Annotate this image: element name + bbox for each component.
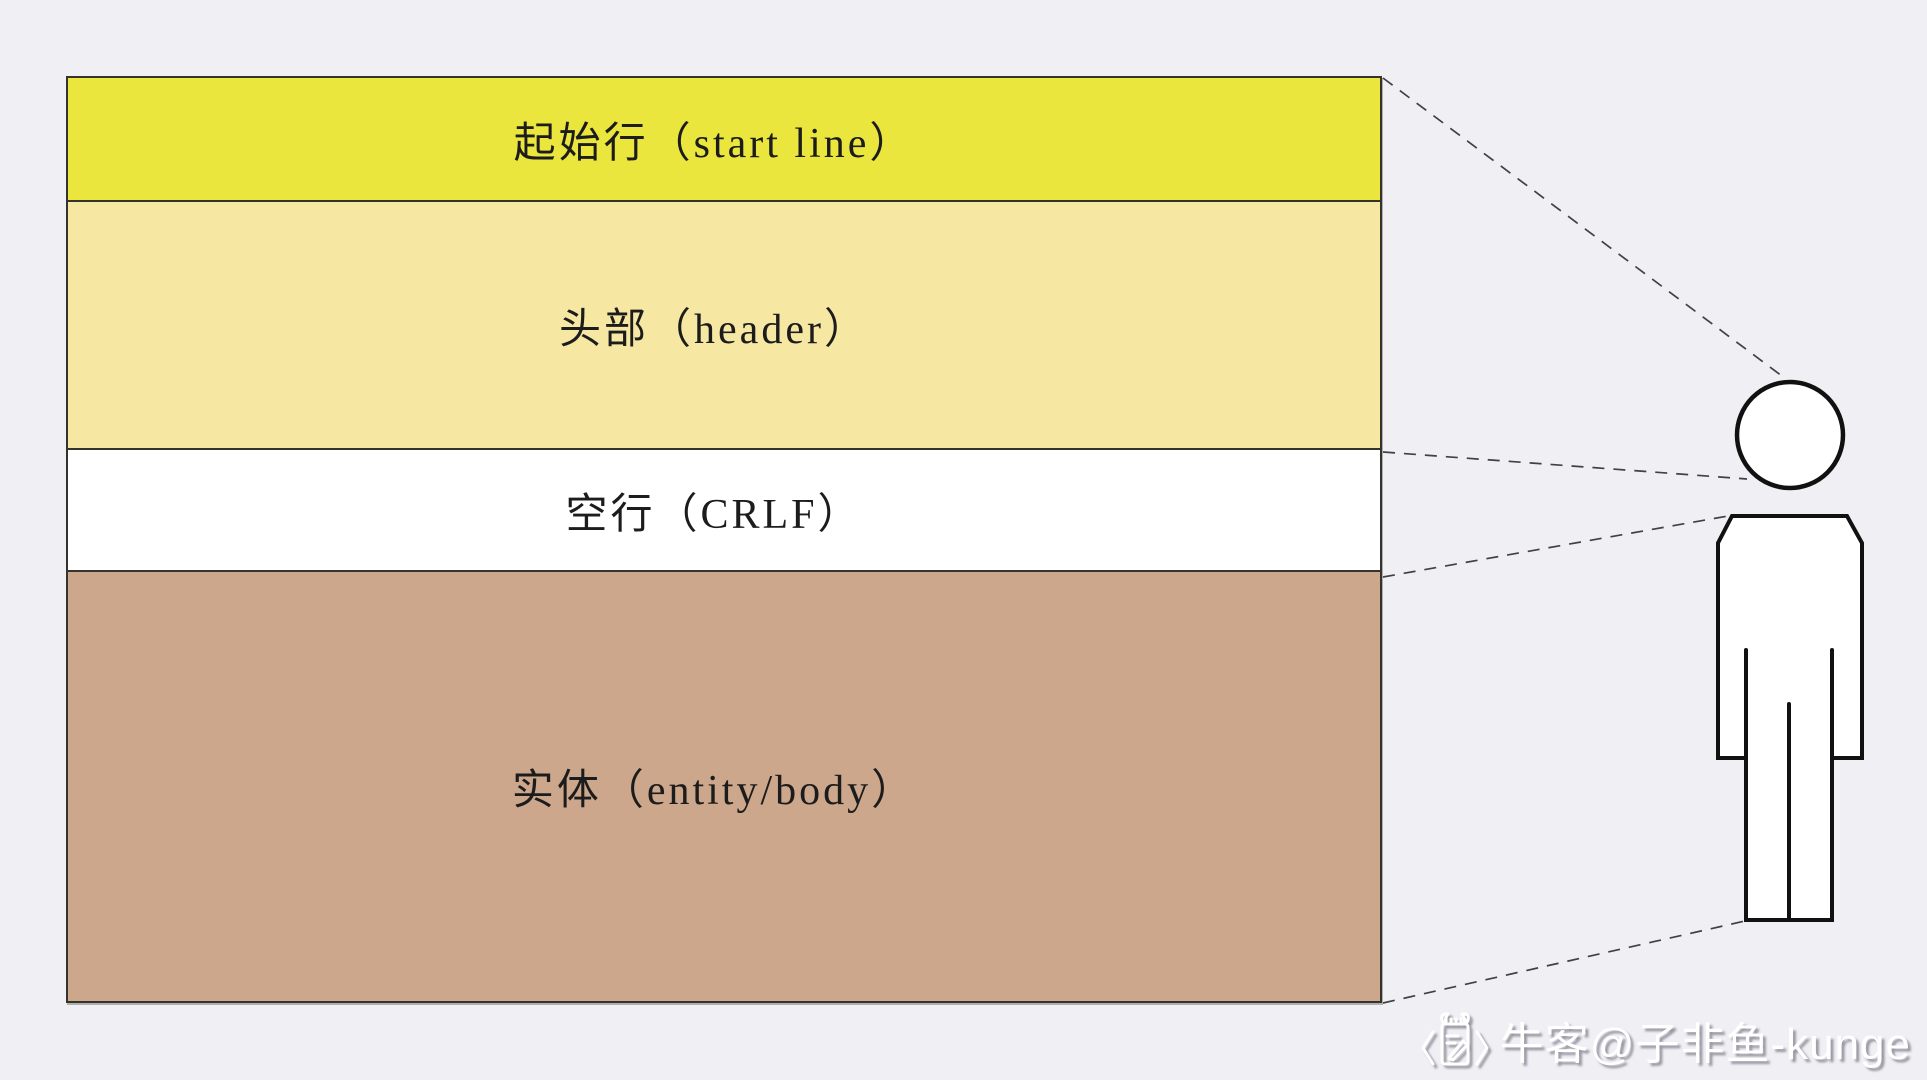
logo-notepad-coil bbox=[1444, 1017, 1467, 1026]
connector-line-top bbox=[1382, 77, 1787, 380]
logo-pencil bbox=[1447, 1039, 1469, 1062]
band-header: 头部（header） bbox=[68, 202, 1380, 450]
person-body bbox=[1716, 514, 1864, 922]
band-header-label: 头部（header） bbox=[559, 306, 869, 353]
band-crlf-label: 空行（CRLF） bbox=[565, 491, 863, 538]
person-arm-lines bbox=[1744, 648, 1834, 760]
logo-right-bracket bbox=[1475, 1030, 1489, 1066]
watermark: 牛客@子非鱼-kunge bbox=[1418, 1008, 1911, 1072]
niuke-bull-notepad-logo bbox=[1421, 1012, 1489, 1066]
connector-line-bottom bbox=[1382, 920, 1746, 1004]
logo-notepad-lines bbox=[1445, 1034, 1460, 1045]
person-head bbox=[1734, 379, 1846, 491]
band-start-line: 起始行（start line） bbox=[68, 78, 1380, 202]
band-crlf: 空行（CRLF） bbox=[68, 450, 1380, 572]
http-message-structure-box: 起始行（start line） 头部（header） 空行（CRLF） 实体（e… bbox=[66, 76, 1382, 1003]
watermark-text: 牛客@子非鱼-kunge bbox=[1499, 1020, 1911, 1069]
connector-line-crlf-entity bbox=[1382, 515, 1729, 578]
band-entity-body-label: 实体（entity/body） bbox=[511, 768, 917, 814]
band-start-line-label: 起始行（start line） bbox=[513, 120, 915, 167]
connector-line-header-crlf bbox=[1382, 451, 1748, 480]
band-entity-body: 实体（entity/body） bbox=[68, 572, 1380, 1001]
person-viewer-icon bbox=[1716, 379, 1864, 922]
logo-left-bracket bbox=[1421, 1030, 1435, 1066]
